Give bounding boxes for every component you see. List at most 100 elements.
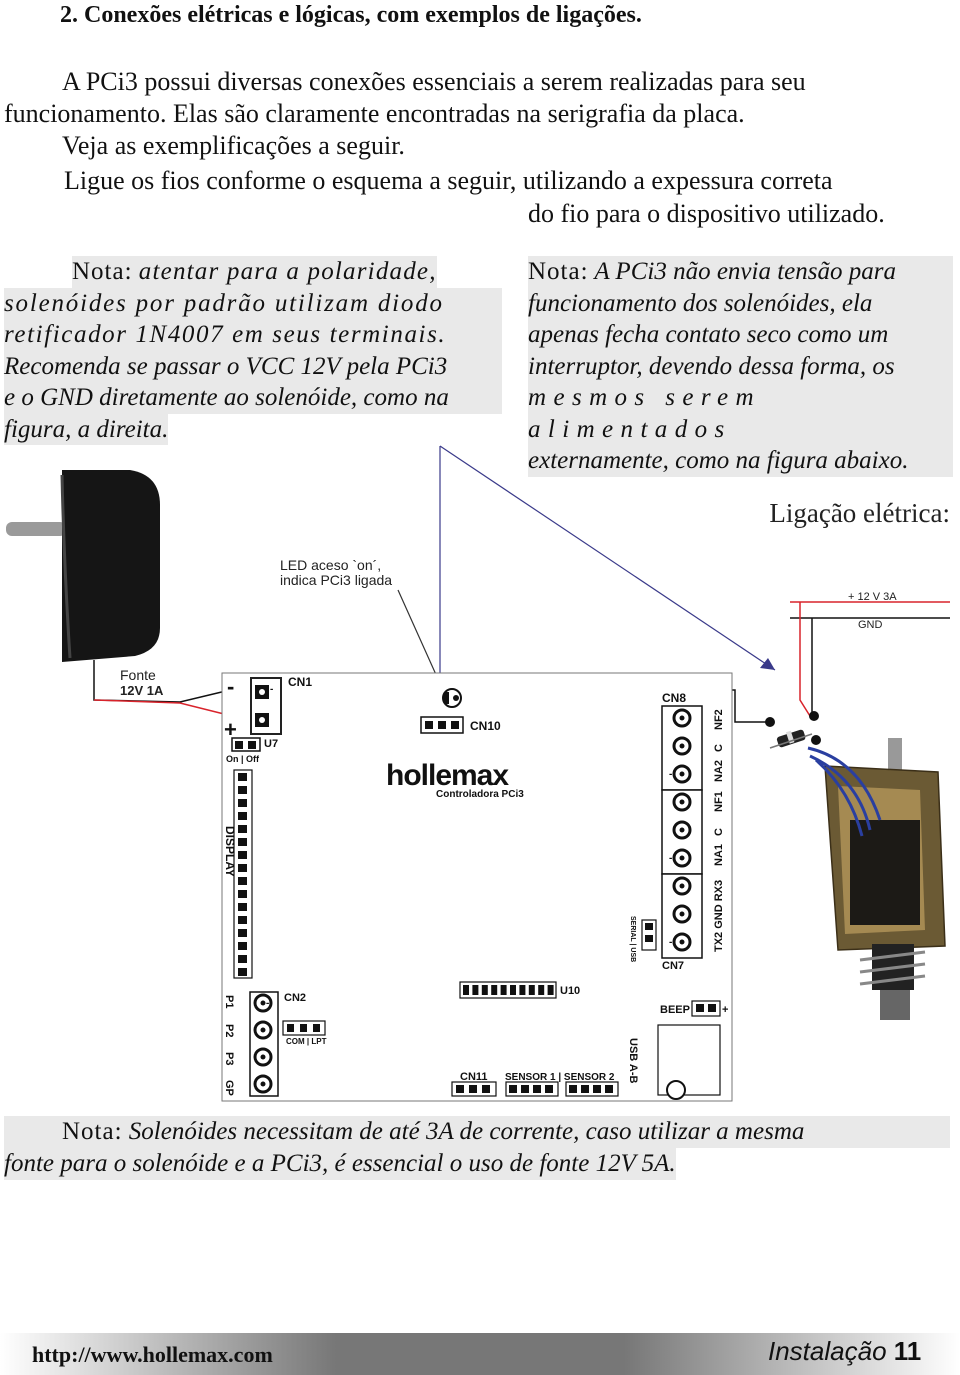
- display-pin: [238, 812, 247, 820]
- display-pin: [238, 838, 247, 846]
- note-right: Nota: A PCi3 não envia tensão para funci…: [528, 256, 953, 477]
- cn7-minus: -: [669, 937, 672, 948]
- terminal-screw-center: [679, 855, 685, 861]
- led-note-line-2: indica PCi3 ligada: [280, 572, 392, 588]
- display-pin: [238, 955, 247, 963]
- cn2-screw-center: [260, 1000, 266, 1006]
- wire-12v-label: + 12 V 3A: [848, 591, 897, 603]
- cn2-minus: -: [266, 998, 269, 1009]
- beep-label: BEEP: [660, 1004, 690, 1016]
- terminal-screw-center: [679, 827, 685, 833]
- terminal-screw-center: [679, 743, 685, 749]
- serial-pin-labels: TX2 GND RX3: [713, 880, 725, 952]
- display-pin: [238, 877, 247, 885]
- terminal-screws: [672, 708, 692, 952]
- cn11-pin: [456, 1085, 464, 1093]
- u10-pin: [472, 985, 479, 995]
- u10-pin: [491, 985, 498, 995]
- pin-label-c2: C: [713, 744, 725, 752]
- display-connector: [233, 769, 253, 979]
- on-off-label: On | Off: [226, 754, 260, 764]
- u10-pin: [481, 985, 488, 995]
- u10-connector: [459, 981, 557, 999]
- footer-page-number: 11: [893, 1336, 922, 1366]
- cn7-label: CN7: [662, 960, 684, 972]
- cn1-terminal: [250, 677, 282, 735]
- cn8-minus-1: -: [669, 769, 672, 780]
- u10-pin: [463, 985, 469, 995]
- cn11-label: CN11: [460, 1071, 488, 1083]
- pin-label-nf1: NF1: [713, 791, 725, 812]
- sensor1-pin: [545, 1085, 553, 1093]
- display-pin: [238, 916, 247, 924]
- intro-line-3: Veja as exemplificações a seguir.: [62, 131, 405, 160]
- intro-line-5: do fio para o dispositivo utilizado.: [528, 199, 885, 228]
- cn8-minus-2: -: [669, 853, 672, 864]
- gp-label: GP: [223, 1080, 235, 1096]
- cn8-label: CN8: [662, 691, 686, 705]
- brand-subtitle: Controladora PCi3: [436, 789, 524, 800]
- cn2-screw-center: [260, 1027, 266, 1033]
- note-left: Nota: atentar para a polaridade, solenói…: [4, 256, 502, 445]
- p2-label: P2: [223, 1024, 235, 1037]
- cn11-pin: [482, 1085, 490, 1093]
- section-title: 2. Conexões elétricas e lógicas, com exe…: [60, 2, 642, 28]
- note-right-line-2: funcionamento dos solenóides, ela: [528, 287, 953, 319]
- sensor1-pin: [521, 1085, 529, 1093]
- terminal-screw-center: [679, 911, 685, 917]
- cn10-label: CN10: [470, 719, 501, 733]
- terminal-dot-2: [811, 735, 821, 745]
- sensor2-pin: [605, 1085, 613, 1093]
- footer-page: Instalação 11: [768, 1336, 921, 1367]
- note-right-line-1: A PCi3 não envia tensão para: [594, 258, 896, 285]
- u10-pin: [538, 985, 545, 995]
- cn1-label: CN1: [288, 675, 312, 689]
- p1-label: P1: [223, 995, 235, 1008]
- display-pin: [238, 773, 247, 781]
- wiring-diagram: Ligação elétrica: LED aceso `on´, indica…: [6, 445, 950, 1102]
- pin-label-c1: C: [713, 828, 725, 836]
- note-bottom-line-1: Solenóides necessitam de até 3A de corre…: [128, 1118, 805, 1145]
- footer-section: Instalação: [768, 1336, 887, 1366]
- pin-label-na1: NA1: [713, 844, 725, 866]
- note-right-line-4: interruptor, devendo dessa forma, os: [528, 350, 953, 382]
- cn2-screw-center: [260, 1054, 266, 1060]
- display-label: DISPLAY: [223, 826, 237, 877]
- u10-pin: [500, 985, 507, 995]
- plus-label: +: [224, 717, 237, 742]
- footer-url[interactable]: http://www.hollemax.com: [32, 1342, 273, 1367]
- u7-label: U7: [264, 738, 278, 750]
- note-left-line-1: atentar para a polaridade,: [138, 258, 437, 285]
- display-pin: [238, 864, 247, 872]
- note-right-line-6: externamente, como na figura abaixo.: [528, 445, 953, 477]
- u10-pin: [519, 985, 526, 995]
- display-header: [233, 769, 253, 979]
- note-left-line-4: Recomenda se passar o VCC 12V pela PCi3: [4, 350, 502, 382]
- terminal-screw-center: [679, 715, 685, 721]
- display-pin: [238, 799, 247, 807]
- cn11-pin: [469, 1085, 477, 1093]
- source-label: Fonte: [120, 667, 156, 683]
- intro-line-2: funcionamento. Elas são claramente encon…: [4, 99, 745, 128]
- sensor2-pin: [593, 1085, 601, 1093]
- power-adapter-icon: [6, 470, 160, 662]
- cn2-screws: [253, 993, 273, 1094]
- serial-usb-label: SERIAL | USB: [629, 916, 636, 962]
- led-note-line-1: LED aceso `on´,: [280, 557, 381, 573]
- p3-label: P3: [223, 1052, 235, 1065]
- note-left-line-6: figura, a direita.: [4, 413, 169, 445]
- note-right-line-5: mesmos serem alimentados: [528, 382, 953, 445]
- terminal-dot-3: [765, 717, 775, 727]
- beep-plus: +: [722, 1004, 728, 1016]
- note-right-label: Nota:: [528, 258, 589, 285]
- sensors-label: SENSOR 1 | SENSOR 2: [505, 1072, 615, 1083]
- diagram-caption: Ligação elétrica:: [769, 498, 950, 528]
- wire-gnd-label: GND: [858, 619, 883, 631]
- sensor2-pin: [581, 1085, 589, 1093]
- solenoid-icon: [807, 738, 946, 1020]
- pin-label-nf2: NF2: [713, 709, 725, 730]
- note-bottom-line-2: fonte para o solenóide e a PCi3, é essen…: [4, 1148, 676, 1180]
- cn2-screw-center: [260, 1081, 266, 1087]
- led-callout-line: [397, 589, 443, 689]
- terminal-screw-center: [679, 799, 685, 805]
